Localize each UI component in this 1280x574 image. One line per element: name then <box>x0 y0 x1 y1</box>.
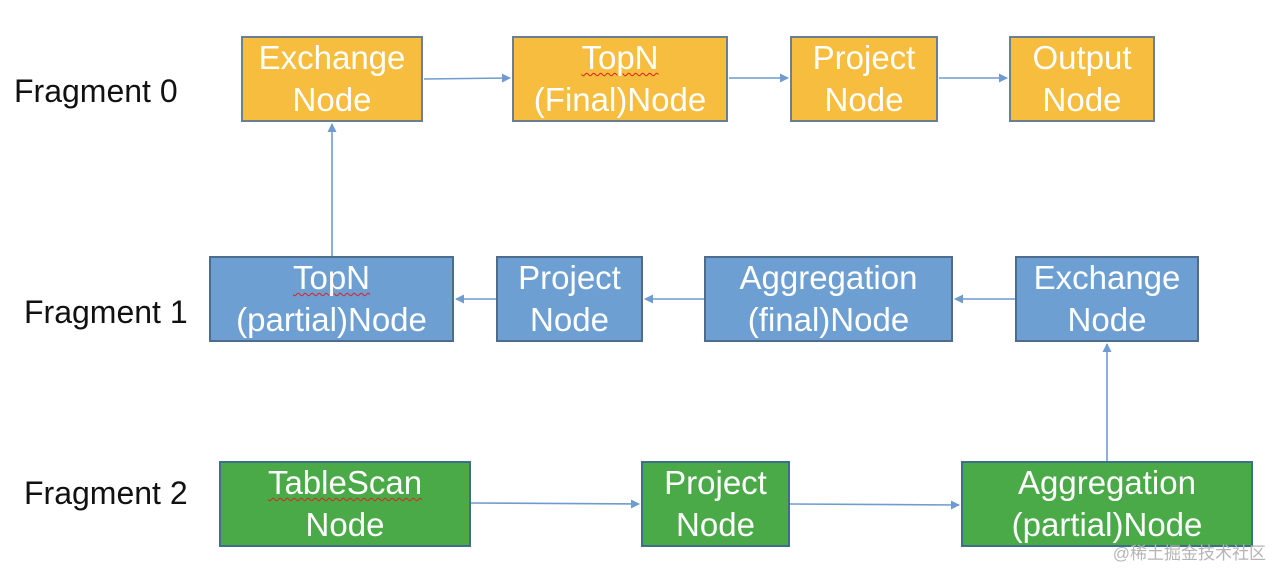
node-label-line1: TopN <box>292 259 371 297</box>
node-label-line2: (partial)Node <box>1011 506 1203 543</box>
node-label-line1: Project <box>518 259 621 297</box>
node-label-line1: TopN <box>581 39 659 77</box>
fragment-0-label: Fragment 0 <box>14 73 178 109</box>
arrow-f2-tablescan-to-project <box>470 499 640 509</box>
f1-aggregation-final-node: Aggregation (final)Node <box>704 256 953 342</box>
node-label-line1: Output <box>1032 39 1132 77</box>
watermark: @稀土掘金技术社区 <box>1112 544 1266 563</box>
f0-output-node: Output Node <box>1009 36 1155 122</box>
node-label-line1: Project <box>812 39 916 77</box>
f0-project-node: Project Node <box>790 36 938 122</box>
node-label-line2: (Final)Node <box>533 81 707 118</box>
node-label-line2: Node <box>824 81 904 118</box>
node-label-line2: Node <box>305 506 385 543</box>
f0-exchange-node: Exchange Node <box>241 36 423 122</box>
node-label-line2: Node <box>676 506 755 543</box>
f0-topn-final-node: TopN (Final)Node <box>512 36 728 122</box>
arrow-f2-project-to-aggregation <box>789 500 960 510</box>
f2-tablescan-node: TableScan Node <box>219 461 471 547</box>
f1-project-node: Project Node <box>496 256 643 342</box>
arrow-f0-exchange-to-topn <box>423 73 511 83</box>
f2-project-node: Project Node <box>641 461 790 547</box>
node-label-line1: Aggregation <box>1018 464 1196 502</box>
node-label-line1: Exchange <box>258 39 406 77</box>
node-label-line2: Node <box>530 301 609 338</box>
node-label-line1: Exchange <box>1033 259 1181 297</box>
f1-exchange-node: Exchange Node <box>1015 256 1199 342</box>
node-label-line2: Node <box>1042 81 1122 118</box>
node-label-line2: (final)Node <box>747 301 910 338</box>
fragment-2-label: Fragment 2 <box>24 475 188 511</box>
node-label-line1: TableScan <box>267 464 423 502</box>
node-label-line1: Aggregation <box>739 259 918 297</box>
node-label-line2: (partial)Node <box>236 301 427 338</box>
f1-topn-partial-node: TopN (partial)Node <box>209 256 454 342</box>
fragment-1-label: Fragment 1 <box>24 294 188 330</box>
node-label-line1: Project <box>664 464 767 502</box>
node-label-line2: Node <box>1067 301 1147 338</box>
node-label-line2: Node <box>292 81 372 118</box>
f2-aggregation-partial-node: Aggregation (partial)Node <box>961 461 1253 547</box>
